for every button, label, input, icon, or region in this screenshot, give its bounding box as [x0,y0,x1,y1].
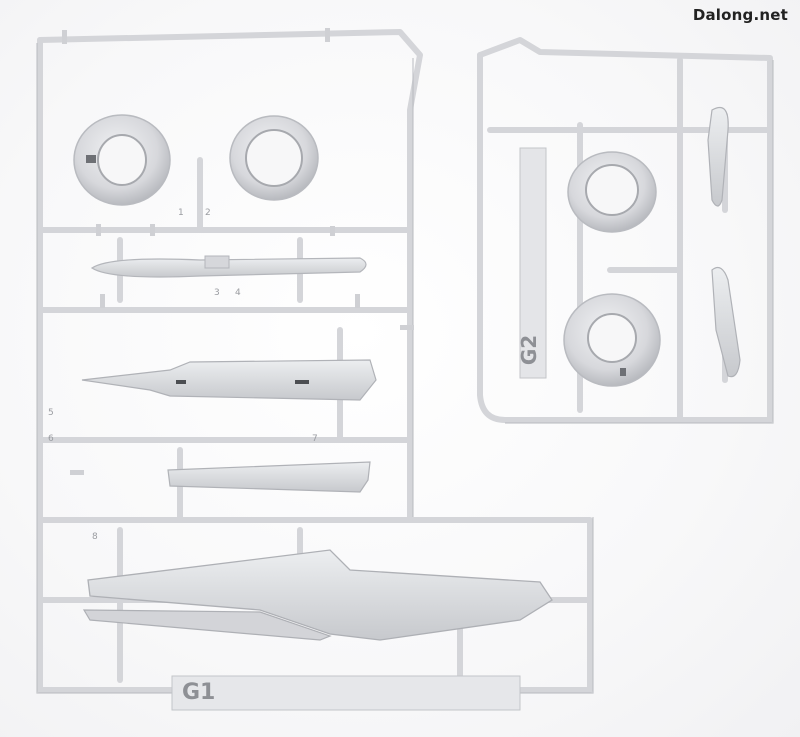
sprue-label-g1: G1 [182,680,216,705]
part-number: 7 [312,434,318,444]
part-number: 2 [205,208,211,218]
watermark: Dalong.net [692,6,788,24]
curved-part-g2-b [711,267,741,378]
ring-part-g1-b [229,115,319,201]
part-number: 6 [48,434,54,444]
blade-part-g1-c [82,549,553,641]
blade-part-g1-a [81,359,377,401]
part-number: 8 [92,532,98,542]
part-number: 3 [214,288,220,298]
sprue-label-g2: G2 [517,334,542,366]
sprue-gates [62,28,414,475]
part-number: 5 [48,408,54,418]
sprue-g1-plate [171,675,521,711]
blade-part-g1-b [167,461,371,493]
ring-part-g1-a [73,114,171,206]
ring-part-g2-a [567,151,657,233]
part-number: 1 [178,208,184,218]
curved-part-g2-a [707,106,729,207]
sprue-g2-plate [519,147,547,379]
part-number: 4 [235,288,241,298]
bar-part-g1 [90,255,367,278]
ring-part-g2-b [563,293,661,387]
